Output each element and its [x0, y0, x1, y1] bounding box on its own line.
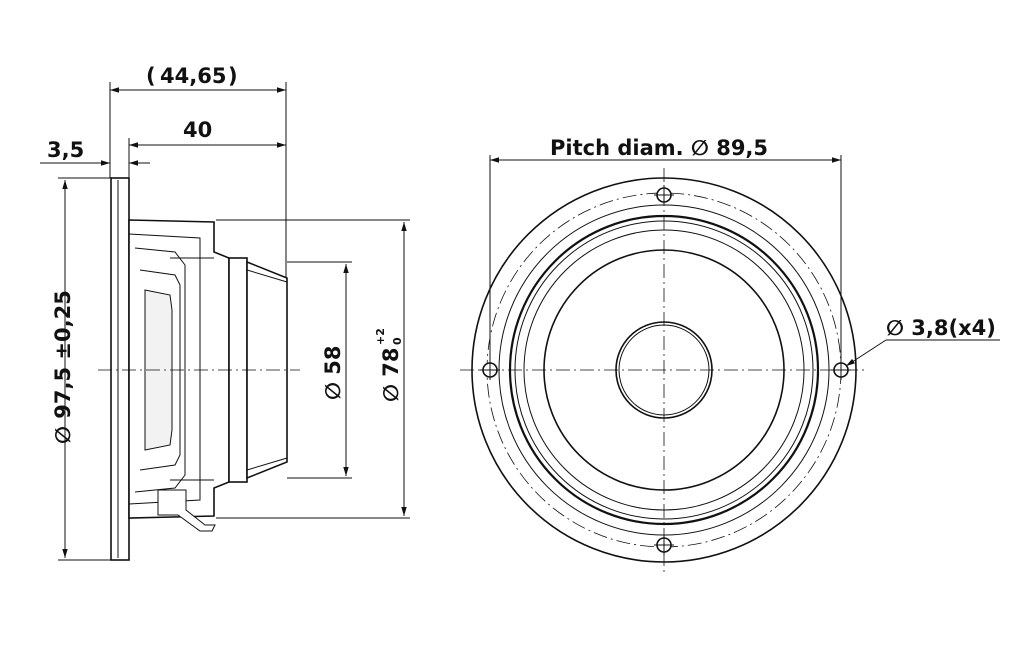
dim-basket-tol-upper: +2	[374, 328, 387, 345]
dim-overall-paren-close: )	[228, 64, 238, 88]
front-dimensions	[489, 155, 1000, 367]
dim-overall-depth: 44,65	[160, 64, 226, 88]
mounting-hole-right	[831, 360, 851, 380]
dim-flange: 3,5	[47, 138, 84, 162]
side-flange	[110, 177, 130, 561]
dim-magnet-diameter: ∅ 58	[321, 345, 345, 400]
dim-basket-diameter: ∅ 78	[379, 347, 403, 402]
dim-hole-diameter: ∅ 3,8(x4)	[886, 316, 996, 340]
mounting-hole-top	[654, 185, 674, 205]
dim-pitch-diameter: Pitch diam. ∅ 89,5	[550, 136, 768, 160]
dim-outer-diameter: ∅ 97,5 ±0,25	[51, 290, 75, 444]
dim-basket-tol-lower: 0	[391, 337, 404, 345]
side-basket	[128, 219, 230, 519]
dim-overall-paren-open: (	[146, 64, 156, 88]
side-view	[98, 177, 300, 561]
mounting-hole-left	[480, 360, 500, 380]
side-terminal	[157, 489, 216, 532]
front-view	[460, 168, 868, 572]
side-dimensions	[40, 82, 410, 561]
mounting-hole-bottom	[654, 535, 674, 555]
dim-depth: 40	[183, 118, 212, 142]
